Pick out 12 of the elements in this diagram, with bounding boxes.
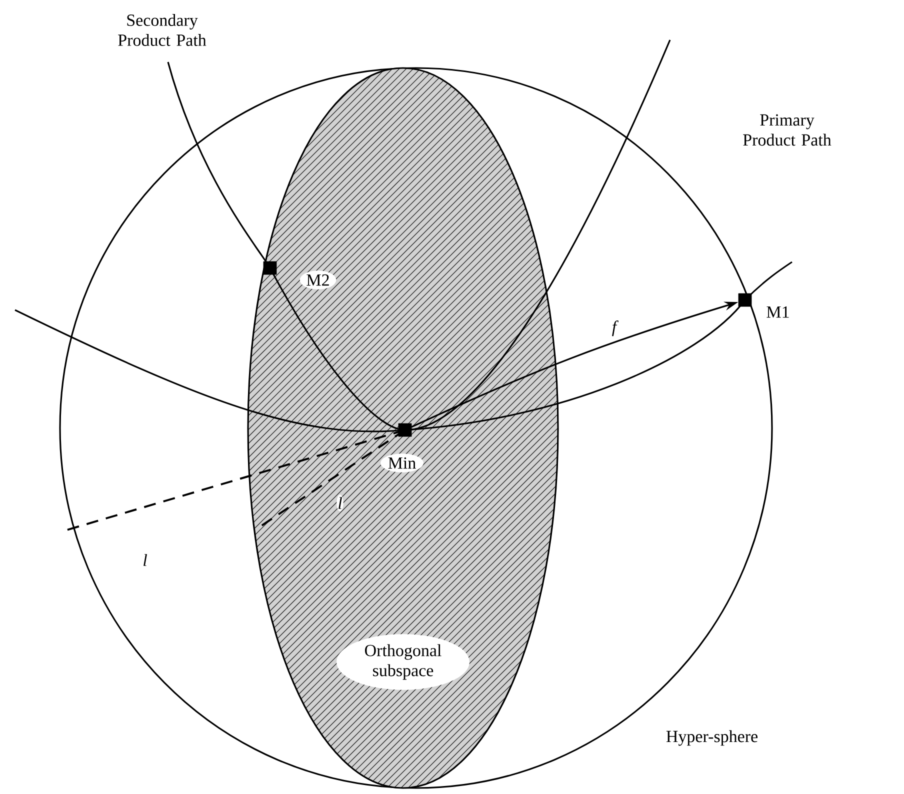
point-label: M2 bbox=[300, 270, 336, 290]
sphere-label: Hyper-sphere bbox=[666, 730, 758, 746]
path-label: Primary Product Path bbox=[743, 114, 832, 146]
point-label: Min bbox=[380, 454, 424, 472]
length-label: l bbox=[336, 494, 344, 512]
path-label: Secondary Product Path bbox=[118, 14, 206, 46]
point-label: M1 bbox=[760, 302, 796, 322]
edge-label: f bbox=[612, 320, 619, 336]
point-marker bbox=[398, 423, 412, 437]
length-label: l bbox=[142, 552, 148, 568]
point-marker bbox=[263, 261, 277, 275]
point-marker bbox=[738, 293, 752, 307]
